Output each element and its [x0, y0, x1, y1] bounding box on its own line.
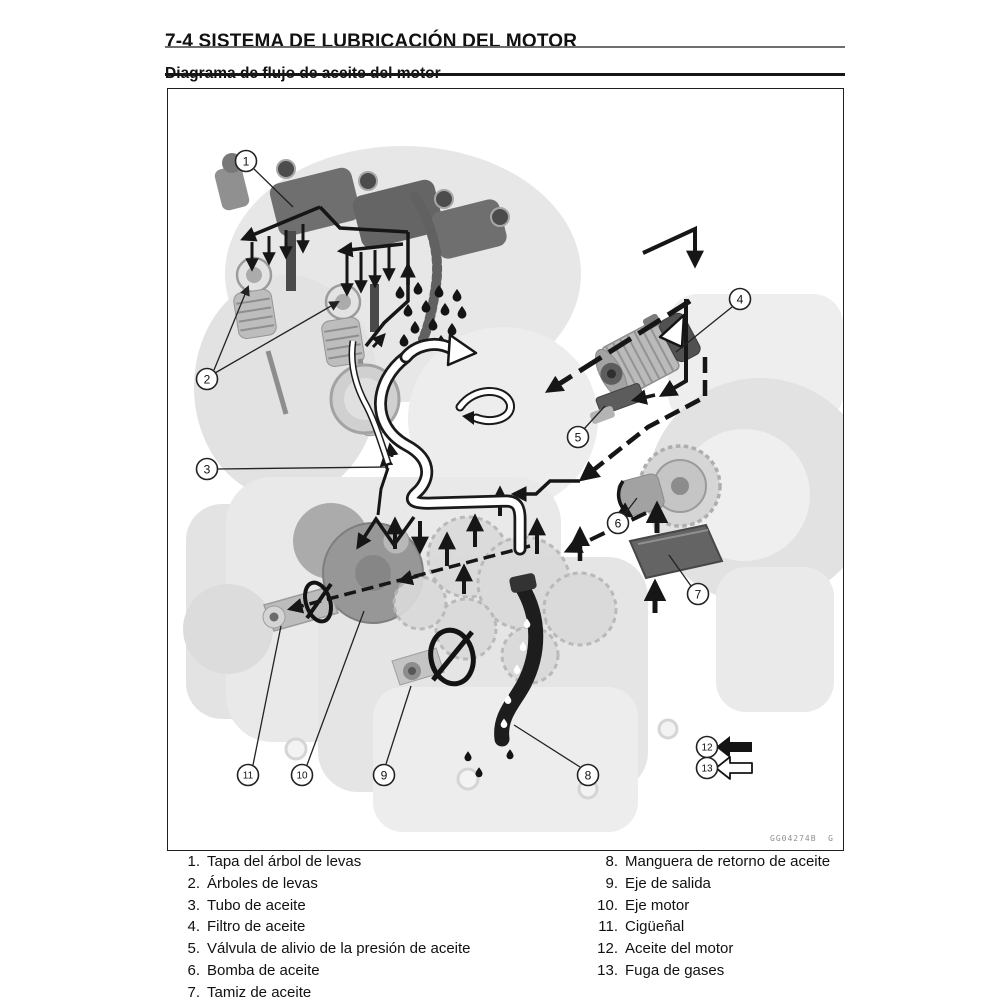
legend-item-number: 10. [597, 896, 618, 914]
callout-4: 4 [728, 287, 752, 311]
oil-pump [616, 444, 722, 528]
legend-item-label: Tapa del árbol de levas [207, 853, 362, 870]
legend-item-number: 12. [597, 940, 618, 958]
legend-item: 9. Eje de salida [566, 873, 896, 895]
legend-item-number: 13. [597, 961, 618, 979]
svg-text:7: 7 [695, 587, 702, 601]
legend-item-label: Cigüeñal [625, 918, 685, 936]
callout-6: 6 [606, 511, 630, 535]
legend-item: 3. Tubo de aceite [168, 895, 568, 917]
legend-item: 1. Tapa del árbol de levas [168, 851, 568, 873]
svg-text:2: 2 [204, 372, 211, 386]
callout-leader-line [668, 554, 692, 587]
legend-item-label: Eje de salida [625, 874, 711, 892]
callout-leader-line [214, 300, 340, 374]
legend-item-number: 8. [605, 853, 618, 870]
legend-item-number: 2. [187, 874, 200, 892]
svg-text:6: 6 [615, 516, 622, 530]
legend-item-number: 9. [605, 874, 618, 892]
oil-flow-lines [240, 205, 708, 614]
legend-item-label: Filtro de aceite [207, 918, 306, 936]
legend-item-label: Árboles de levas [207, 874, 318, 892]
legend-item-number: 11. [598, 918, 618, 936]
legend-item: 13. Fuga de gases [566, 960, 896, 982]
oil-tube-highlight [348, 333, 527, 556]
legend-item-label: Eje motor [625, 896, 690, 914]
callout-leader-line [385, 685, 412, 765]
oil-filter [594, 312, 701, 399]
callout-2: 2 [195, 367, 219, 391]
title-rule [165, 46, 845, 48]
legend-item: 11. Cigüeñal [566, 916, 896, 938]
svg-text:11: 11 [243, 771, 254, 782]
callout-leader-line [213, 285, 250, 371]
legend-item: 2. Árboles de levas [168, 873, 568, 895]
legend-item-number: 4. [187, 918, 200, 936]
legend-item: 10. Eje motor [566, 895, 896, 917]
callout-9: 9 [372, 763, 396, 787]
legend-item-label: Bomba de aceite [207, 961, 320, 979]
legend-item: 12. Aceite del motor [566, 938, 896, 960]
legend-column-left: 1. Tapa del árbol de levas 2. Árboles de le… [168, 851, 568, 1004]
subtitle-rule [165, 73, 845, 76]
oil-screen [628, 523, 724, 580]
svg-text:5: 5 [575, 430, 582, 444]
svg-text:13: 13 [701, 764, 713, 775]
callout-leader-line [623, 497, 638, 516]
legend-item-number: 6. [187, 961, 200, 979]
legend-item-number: 3. [187, 896, 200, 914]
legend-item-label: Tamiz de aceite [207, 983, 312, 1001]
legend-item-number: 1. [187, 853, 200, 870]
oil-return-hose [494, 573, 544, 747]
callout-5: 5 [566, 425, 590, 449]
callout-leader-line [217, 466, 387, 470]
svg-text:9: 9 [381, 768, 388, 782]
oil-flow-solid-arrow-icon [716, 736, 752, 758]
legend-item: 6. Bomba de aceite [168, 960, 568, 982]
callout-leader-line [252, 625, 282, 766]
legend-item: 8. Manguera de retorno de aceite [566, 851, 896, 873]
legend-item-number: 5. [187, 940, 200, 958]
legend-item-number: 7. [187, 983, 200, 1001]
callout-3: 3 [195, 457, 219, 481]
svg-text:12: 12 [701, 743, 713, 754]
svg-text:3: 3 [204, 462, 211, 476]
legend-item-label: Tubo de aceite [207, 896, 306, 914]
callout-leader-line [513, 724, 581, 768]
callout-8: 8 [576, 763, 600, 787]
callout-12: 12 [695, 735, 719, 759]
engine-ghost-silhouette [183, 146, 873, 832]
figure-code: GG04274B G [770, 834, 834, 843]
page-title: 7-4 SISTEMA DE LUBRICACIÓN DEL MOTOR [165, 30, 578, 52]
callout-leader-line [306, 610, 365, 766]
callout-leader-line [253, 168, 294, 208]
legend-item-label: Manguera de retorno de aceite [625, 853, 831, 870]
legend-item-label: Válvula de alivio de la presión de aceit… [207, 940, 471, 958]
callout-10: 10 [290, 763, 314, 787]
callout-11: 11 [236, 763, 260, 787]
callout-7: 7 [686, 582, 710, 606]
svg-text:10: 10 [296, 771, 308, 782]
blow-by-outline-arrow-icon [715, 756, 753, 780]
legend-column-right: 8. Manguera de retorno de aceite 9. Eje de … [566, 851, 896, 982]
callout-leader-line [675, 306, 733, 353]
callout-13: 13 [695, 756, 719, 780]
legend-item-label: Fuga de gases [625, 961, 725, 979]
legend-item-label: Aceite del motor [625, 940, 734, 958]
legend-item: 5. Válvula de alivio de la presión de ace… [168, 938, 568, 960]
svg-text:8: 8 [585, 768, 592, 782]
callout-1: 1 [234, 149, 258, 173]
svg-text:4: 4 [737, 292, 744, 306]
legend-item: 7. Tamiz de aceite [168, 982, 568, 1004]
callout-leader-line [583, 405, 606, 430]
svg-text:1: 1 [243, 154, 250, 168]
legend-item: 4. Filtro de aceite [168, 916, 568, 938]
